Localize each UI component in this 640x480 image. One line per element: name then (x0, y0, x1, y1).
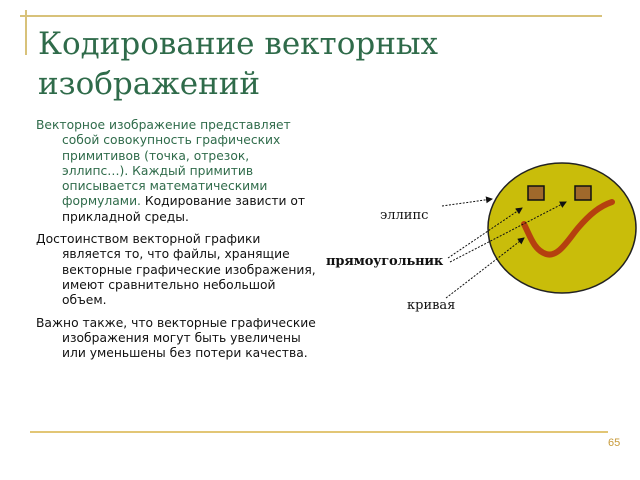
smile-curve (521, 199, 615, 258)
arrow-to-left-eye (447, 207, 523, 259)
right-eye-rectangle (574, 185, 592, 201)
paragraph-advantage: Достоинством векторной графики является … (36, 232, 316, 308)
body-text: Векторное изображение представляет собой… (36, 118, 318, 368)
paragraph-vector-definition-black: Кодирование зависти от прикладной среды. (62, 194, 306, 224)
face-ellipse (487, 162, 637, 294)
left-eye-rectangle (527, 185, 545, 201)
paragraph-vector-definition-green: Векторное изображение представляет собой… (36, 118, 291, 209)
arrow-to-right-eye (449, 201, 567, 263)
label-curve: кривая (407, 298, 456, 313)
bottom-frame-line (30, 431, 608, 433)
slide-title: Кодирование векторных изображений (38, 26, 439, 102)
paragraph-vector-definition: Векторное изображение представляет собой… (36, 118, 318, 225)
arrow-to-smile (445, 237, 525, 299)
page-number: 65 (608, 437, 621, 449)
label-ellipse: эллипс (380, 208, 429, 223)
arrow-to-ellipse (441, 196, 493, 207)
left-frame-line (25, 10, 27, 55)
top-frame-line (20, 15, 602, 17)
label-rectangle: прямоугольник (326, 254, 444, 269)
paragraph-scaling: Важно также, что векторные графические и… (36, 315, 316, 361)
smiley-diagram (441, 162, 637, 299)
